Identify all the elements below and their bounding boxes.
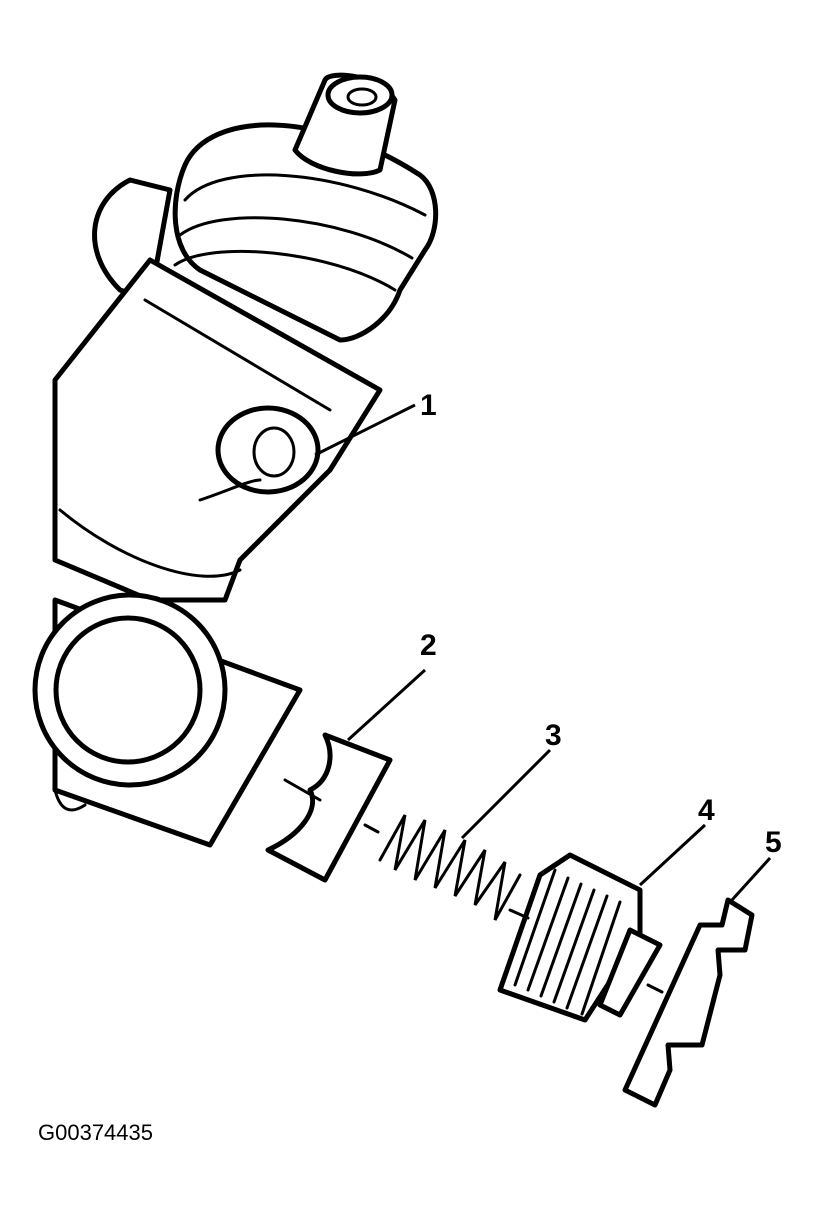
callout-1: 1 [420,389,437,422]
figure-id: G00374435 [38,1120,153,1145]
adjuster-lock-nut [622,897,755,1108]
steering-gear-housing [52,72,439,603]
leader-lines [314,403,772,902]
adjuster-plug [497,852,663,1023]
alignment-axis [283,778,664,994]
callout-3: 3 [545,719,562,752]
adjuster-spring [378,814,522,921]
callout-5: 5 [765,826,782,859]
rack-bearing-yoke [265,732,393,883]
callout-2: 2 [420,629,437,662]
rack-housing [32,592,303,848]
callout-4: 4 [698,794,715,827]
